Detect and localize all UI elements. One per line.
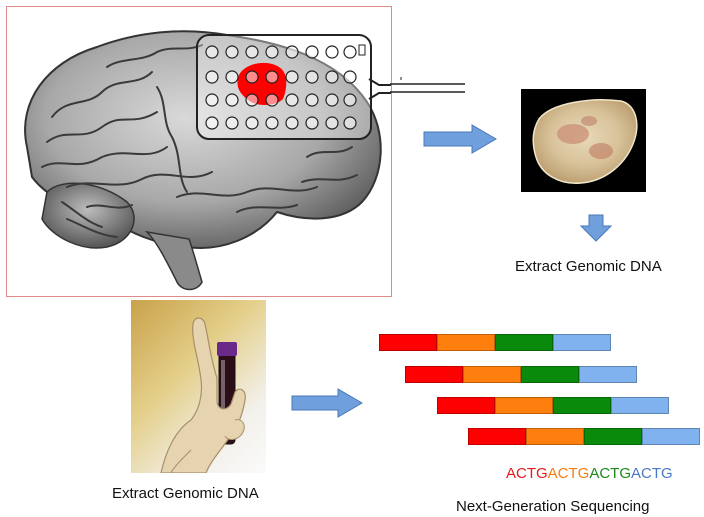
read-segment-green bbox=[584, 428, 642, 445]
tissue-dna-caption: Extract Genomic DNA bbox=[515, 258, 662, 275]
read-segment-orange bbox=[463, 366, 521, 383]
sequence-chunk: ACTG bbox=[506, 465, 548, 482]
sequence-chunk: ACTG bbox=[547, 465, 590, 482]
read-segment-orange bbox=[437, 334, 495, 351]
read-segment-blue bbox=[642, 428, 700, 445]
read-segment-red bbox=[468, 428, 526, 445]
read-segment-blue bbox=[579, 366, 637, 383]
read-segment-green bbox=[521, 366, 579, 383]
brain-panel bbox=[6, 6, 392, 297]
read-segment-green bbox=[495, 334, 553, 351]
electrode-grid-icon bbox=[196, 34, 391, 140]
read-segment-red bbox=[405, 366, 463, 383]
sequencing-read-3 bbox=[437, 397, 669, 414]
read-segment-orange bbox=[526, 428, 584, 445]
sequence-chunk: ACTG bbox=[589, 465, 632, 482]
arrow-right-icon bbox=[291, 388, 363, 418]
sequencing-read-4 bbox=[468, 428, 700, 445]
tissue-sample-photo bbox=[521, 89, 646, 192]
sequence-chunk: ACTG bbox=[631, 465, 673, 482]
blood-dna-caption: Extract Genomic DNA bbox=[112, 485, 259, 502]
sequence-text: ACTGACTGACTGACTG bbox=[506, 465, 673, 482]
blood-tube-icon bbox=[160, 317, 246, 473]
arrow-right-icon bbox=[423, 124, 497, 154]
read-segment-blue bbox=[611, 397, 669, 414]
read-segment-red bbox=[379, 334, 437, 351]
read-segment-red bbox=[437, 397, 495, 414]
sequencing-read-1 bbox=[379, 334, 611, 351]
blood-tube-photo bbox=[131, 300, 266, 473]
read-segment-blue bbox=[553, 334, 611, 351]
read-segment-orange bbox=[495, 397, 553, 414]
sequencing-read-2 bbox=[405, 366, 637, 383]
read-segment-green bbox=[553, 397, 611, 414]
electrode-wire bbox=[390, 77, 465, 93]
arrow-down-icon bbox=[580, 214, 612, 242]
tissue-sample-icon bbox=[532, 99, 638, 184]
ngs-caption: Next-Generation Sequencing bbox=[456, 498, 650, 515]
brain-icon bbox=[24, 30, 391, 291]
